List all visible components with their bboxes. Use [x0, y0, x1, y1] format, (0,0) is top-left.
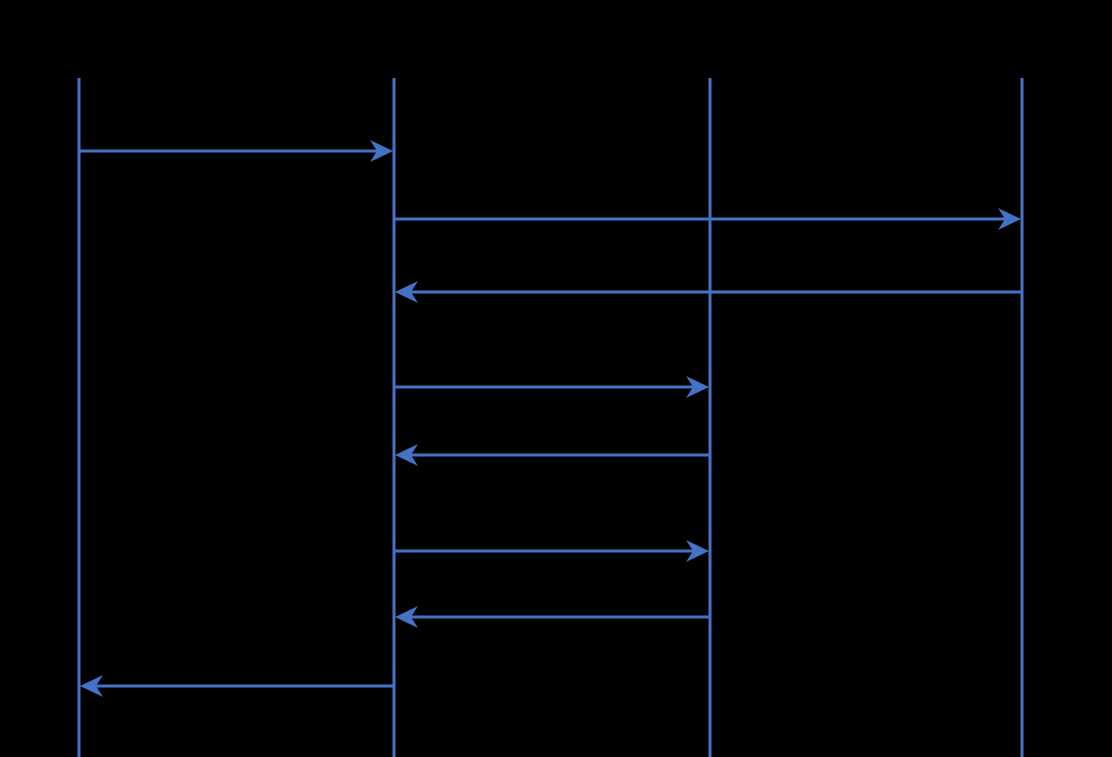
message-arrow-2-right — [394, 208, 1021, 230]
arrowhead-icon — [395, 281, 418, 303]
arrowhead-icon — [395, 606, 418, 628]
message-arrow-4-right — [394, 376, 709, 398]
arrowhead-icon — [998, 208, 1021, 230]
message-arrow-6-right — [394, 540, 709, 562]
arrowhead-icon — [370, 140, 393, 162]
message-arrow-1-right — [79, 140, 393, 162]
message-arrow-5-left — [395, 444, 710, 466]
message-arrow-8-left — [80, 675, 394, 697]
arrowhead-icon — [395, 444, 418, 466]
arrowhead-icon — [686, 376, 709, 398]
message-arrow-7-left — [395, 606, 710, 628]
message-arrow-3-left — [395, 281, 1022, 303]
arrowhead-icon — [686, 540, 709, 562]
arrowhead-icon — [80, 675, 103, 697]
